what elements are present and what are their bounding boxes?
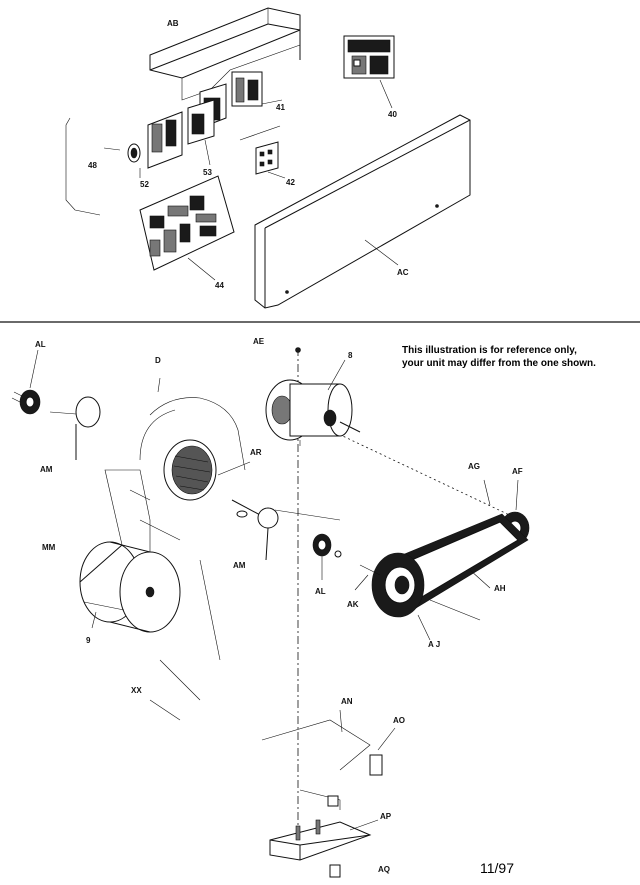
contactor-part — [343, 35, 395, 109]
label-ap: AP — [380, 812, 392, 821]
label-41: 41 — [276, 103, 285, 112]
damper-part — [261, 709, 396, 810]
date-code: 11/97 — [480, 860, 514, 876]
label-ae: AE — [253, 337, 265, 346]
blower-assembly — [11, 347, 530, 878]
control-box-assembly — [65, 7, 471, 309]
motor-mount-arm-part — [231, 499, 341, 561]
reference-note-line-1: This illustration is for reference only, — [402, 345, 577, 356]
label-52: 52 — [140, 180, 149, 189]
blower-wheel-part — [79, 541, 181, 633]
label-53: 53 — [203, 168, 212, 177]
terminal-block-part — [239, 125, 286, 179]
label-ag: AG — [468, 462, 480, 471]
label-ac: AC — [397, 268, 409, 277]
bearing-part — [11, 349, 41, 415]
label-af: AF — [512, 467, 523, 476]
label-42: 42 — [286, 178, 295, 187]
label-am-mid: AM — [233, 561, 246, 570]
label-ao: AO — [393, 716, 405, 725]
label-an: AN — [341, 697, 353, 706]
label-8: 8 — [348, 351, 353, 360]
label-al-mid: AL — [315, 587, 326, 596]
label-48: 48 — [88, 161, 97, 170]
label-d: D — [155, 356, 161, 365]
label-ah: AH — [494, 584, 506, 593]
label-aj: A J — [428, 640, 441, 649]
access-panel-part — [254, 114, 471, 309]
blower-motor-part — [265, 359, 361, 446]
capacitor-part — [103, 111, 183, 178]
label-xx: XX — [131, 686, 142, 695]
label-ak: AK — [347, 600, 359, 609]
label-am-left: AM — [40, 465, 53, 474]
inlet-ring-part — [163, 439, 251, 501]
label-aq: AQ — [378, 865, 390, 874]
bearing-part — [312, 533, 342, 580]
label-9: 9 — [86, 636, 91, 645]
label-al-top: AL — [35, 340, 46, 349]
reference-note-line-2: your unit may differ from the one shown. — [402, 358, 596, 369]
label-40: 40 — [388, 110, 397, 119]
control-board-part — [139, 175, 235, 281]
bracket-part — [187, 99, 215, 166]
reference-note: This illustration is for reference only,… — [402, 344, 638, 370]
bearing-bracket-part — [49, 396, 101, 460]
label-mm: MM — [42, 543, 56, 552]
base-bracket-part — [269, 795, 379, 878]
blower-pulley-part — [354, 513, 529, 641]
label-ab: AB — [167, 19, 179, 28]
label-ar: AR — [250, 448, 262, 457]
label-44: 44 — [215, 281, 224, 290]
